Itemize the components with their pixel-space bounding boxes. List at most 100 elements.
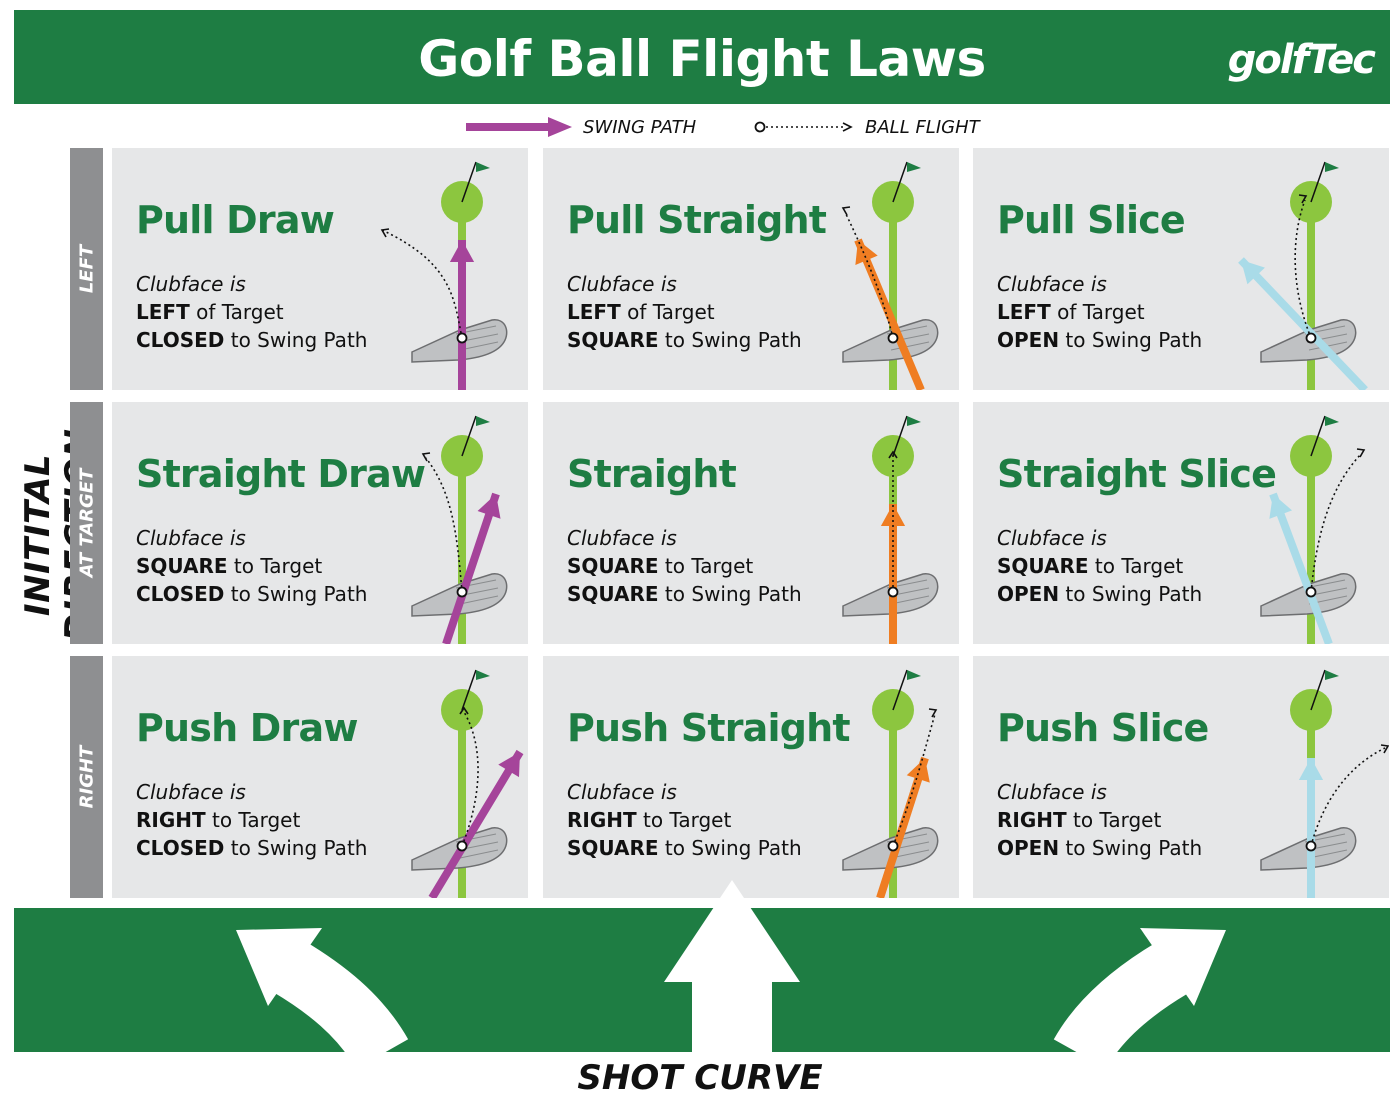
target-relation-line: LEFT of Target [136,298,367,326]
path-relation-value: SQUARE [567,836,659,860]
swing-path-arrow-icon [1269,492,1333,644]
path-relation-text: to Swing Path [658,582,802,606]
path-relation-text: to Swing Path [658,328,802,352]
swing-path-arrow-icon [449,240,475,390]
straight-curve-arrow-icon [664,880,800,1054]
flag-icon [872,669,921,731]
path-relation-text: to Swing Path [1059,836,1203,860]
swing-path-legend-label: SWING PATH [583,117,697,138]
draw-curve-arrow-icon [236,928,409,1060]
cell-description: Clubface is SQUARE to Target OPEN to Swi… [997,524,1202,608]
path-relation-line: OPEN to Swing Path [997,580,1202,608]
path-relation-value: OPEN [997,836,1060,860]
target-relation-text: of Target [620,300,715,324]
ball-flight-arrow-icon [380,228,463,339]
path-relation-value: SQUARE [567,582,659,606]
target-relation-text: to Target [205,808,301,832]
ball-icon [1305,332,1317,344]
ball-icon [887,840,899,852]
ball-icon [887,332,899,344]
golftec-logo: golfTec [1227,37,1376,83]
swing-path-arrow-icon [1298,758,1324,898]
ball-flight-arrow-icon [841,206,894,339]
ball-flight-cell: Pull Slice Clubface is LEFT of Target OP… [973,148,1389,390]
fade-curve-arrow-icon [1053,928,1226,1060]
cell-description: Clubface is LEFT of Target SQUARE to Swi… [567,270,802,354]
flag-icon [1290,161,1339,223]
path-relation-text: to Swing Path [224,582,368,606]
swing-path-arrow-icon [854,238,925,390]
ball-icon [456,586,468,598]
path-relation-line: SQUARE to Swing Path [567,834,802,862]
ball-icon [1305,840,1317,852]
cell-title: Straight Draw [136,452,426,496]
target-relation-line: LEFT of Target [997,298,1202,326]
flag-icon [441,415,490,477]
target-relation-line: RIGHT to Target [567,806,802,834]
path-relation-line: SQUARE to Swing Path [567,326,802,354]
cell-diagram [1260,415,1366,644]
cell-diagram [1238,161,1368,390]
shot-curve-label: SHOT CURVE [577,1058,823,1098]
clubface-intro: Clubface is [136,780,246,804]
flag-icon [441,161,490,223]
path-relation-value: SQUARE [567,328,659,352]
ball-flight-cell: Pull Straight Clubface is LEFT of Target… [543,148,959,390]
cell-description: Clubface is RIGHT to Target SQUARE to Sw… [567,778,802,862]
swing-path-arrow-icon [442,492,501,644]
path-relation-text: to Swing Path [224,328,368,352]
path-relation-line: OPEN to Swing Path [997,326,1202,354]
cell-description: Clubface is LEFT of Target OPEN to Swing… [997,270,1202,354]
initial-direction-axis-label: INITITAL DIRECTION [18,429,98,642]
row-tab-left: LEFT [70,148,103,390]
ball-flight-arrow-icon [421,452,463,593]
page-title: Golf Ball Flight Laws [418,30,986,88]
cell-diagram [411,669,524,898]
clubface-intro: Clubface is [997,272,1107,296]
ball-flight-arrow-icon [459,706,479,847]
cell-description: Clubface is SQUARE to Target CLOSED to S… [136,524,367,608]
ball-flight-arrow-icon [888,450,898,592]
path-relation-line: CLOSED to Swing Path [136,834,367,862]
cell-diagram [842,415,939,644]
path-relation-value: OPEN [997,328,1060,352]
target-relation-value: LEFT [136,300,190,324]
target-relation-text: to Target [227,554,323,578]
clubface-intro: Clubface is [997,780,1107,804]
cell-description: Clubface is RIGHT to Target CLOSED to Sw… [136,778,367,862]
path-relation-line: SQUARE to Swing Path [567,580,802,608]
ball-flight-arrow-icon [1310,448,1366,593]
target-relation-text: to Target [636,808,732,832]
cell-description: Clubface is LEFT of Target CLOSED to Swi… [136,270,367,354]
cell-description: Clubface is SQUARE to Target SQUARE to S… [567,524,802,608]
legend-graphics [466,117,853,137]
ball-flight-cell: Pull Draw Clubface is LEFT of Target CLO… [112,148,528,390]
clubface-intro: Clubface is [567,526,677,550]
cell-title: Push Straight [567,706,851,750]
target-relation-line: SQUARE to Target [997,552,1202,580]
path-relation-value: CLOSED [136,836,225,860]
cell-diagram [411,415,508,644]
cell-diagram [1260,669,1389,898]
target-relation-value: LEFT [997,300,1051,324]
cell-title: Push Slice [997,706,1209,750]
target-relation-line: RIGHT to Target [136,806,367,834]
ball-flight-arrow-icon [1294,194,1312,339]
path-relation-line: OPEN to Swing Path [997,834,1202,862]
ball-icon [456,332,468,344]
ball-flight-arrow-icon [892,708,938,847]
header-banner: Golf Ball Flight Laws golfTec [14,10,1390,104]
flag-icon [441,669,490,731]
ball-icon [887,586,899,598]
target-relation-text: to Target [1088,554,1184,578]
path-relation-line: CLOSED to Swing Path [136,580,367,608]
ball-icon [456,840,468,852]
ball-flight-legend-arrow-icon [754,121,853,133]
path-relation-value: CLOSED [136,582,225,606]
target-relation-value: SQUARE [567,554,659,578]
cell-description: Clubface is RIGHT to Target OPEN to Swin… [997,778,1202,862]
flag-icon [1290,669,1339,731]
path-relation-text: to Swing Path [1059,582,1203,606]
clubface-intro: Clubface is [997,526,1107,550]
row-tab-label: LEFT [76,244,97,294]
